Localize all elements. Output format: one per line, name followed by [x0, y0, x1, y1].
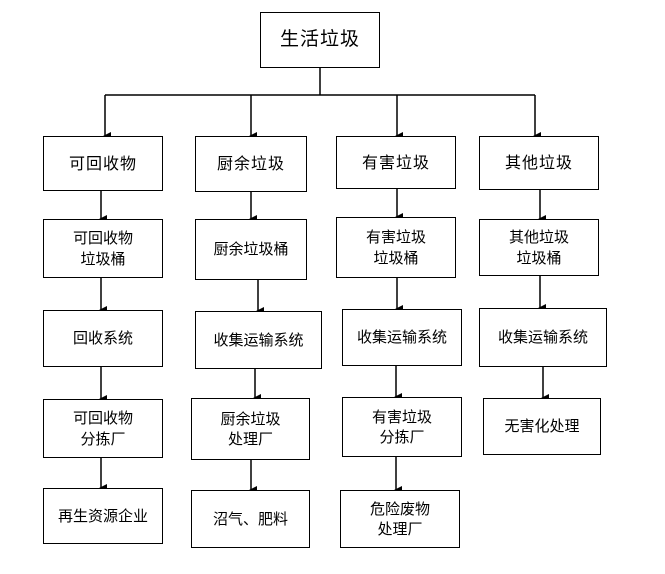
transport-kitchen: 收集运输系统: [195, 311, 322, 369]
end-label: 危险废物 处理厂: [369, 499, 430, 538]
transport-label: 收集运输系统: [497, 328, 588, 347]
transport-recyclable: 回收系统: [43, 310, 163, 367]
end-label: 再生资源企业: [57, 506, 148, 525]
bin-label: 有害垃圾 垃圾桶: [365, 228, 426, 267]
root-node: 生活垃圾: [260, 12, 380, 68]
category-kitchen: 厨余垃圾: [195, 136, 307, 192]
facility-kitchen: 厨余垃圾 处理厂: [191, 398, 310, 460]
root-label: 生活垃圾: [279, 28, 360, 51]
bin-other: 其他垃圾 垃圾桶: [479, 219, 599, 276]
bin-label: 厨余垃圾桶: [213, 240, 289, 259]
bin-kitchen: 厨余垃圾桶: [195, 219, 307, 280]
category-label: 可回收物: [68, 153, 137, 173]
end-hazardous: 危险废物 处理厂: [340, 490, 460, 548]
category-hazardous: 有害垃圾: [336, 136, 456, 189]
transport-label: 回收系统: [72, 329, 133, 348]
facility-other: 无害化处理: [483, 398, 601, 455]
bin-hazardous: 有害垃圾 垃圾桶: [336, 217, 456, 278]
category-label: 有害垃圾: [361, 152, 430, 172]
transport-other: 收集运输系统: [479, 308, 607, 367]
facility-label: 厨余垃圾 处理厂: [220, 409, 281, 448]
category-recyclable: 可回收物: [43, 136, 163, 191]
end-recyclable: 再生资源企业: [43, 488, 163, 544]
category-label: 其他垃圾: [504, 153, 573, 173]
transport-label: 收集运输系统: [356, 328, 447, 347]
facility-label: 无害化处理: [504, 417, 580, 436]
category-other: 其他垃圾: [479, 136, 599, 190]
facility-label: 可回收物 分拣厂: [72, 409, 133, 448]
bin-label: 其他垃圾 垃圾桶: [508, 228, 569, 267]
facility-label: 有害垃圾 分拣厂: [371, 407, 432, 446]
facility-recyclable: 可回收物 分拣厂: [43, 399, 163, 458]
category-label: 厨余垃圾: [216, 154, 285, 174]
transport-label: 收集运输系统: [213, 330, 304, 349]
end-label: 沼气、肥料: [212, 509, 288, 528]
transport-hazardous: 收集运输系统: [342, 309, 462, 366]
end-kitchen: 沼气、肥料: [191, 490, 310, 548]
bin-recyclable: 可回收物 垃圾桶: [43, 219, 163, 278]
bin-label: 可回收物 垃圾桶: [72, 229, 133, 268]
facility-hazardous: 有害垃圾 分拣厂: [342, 397, 462, 457]
